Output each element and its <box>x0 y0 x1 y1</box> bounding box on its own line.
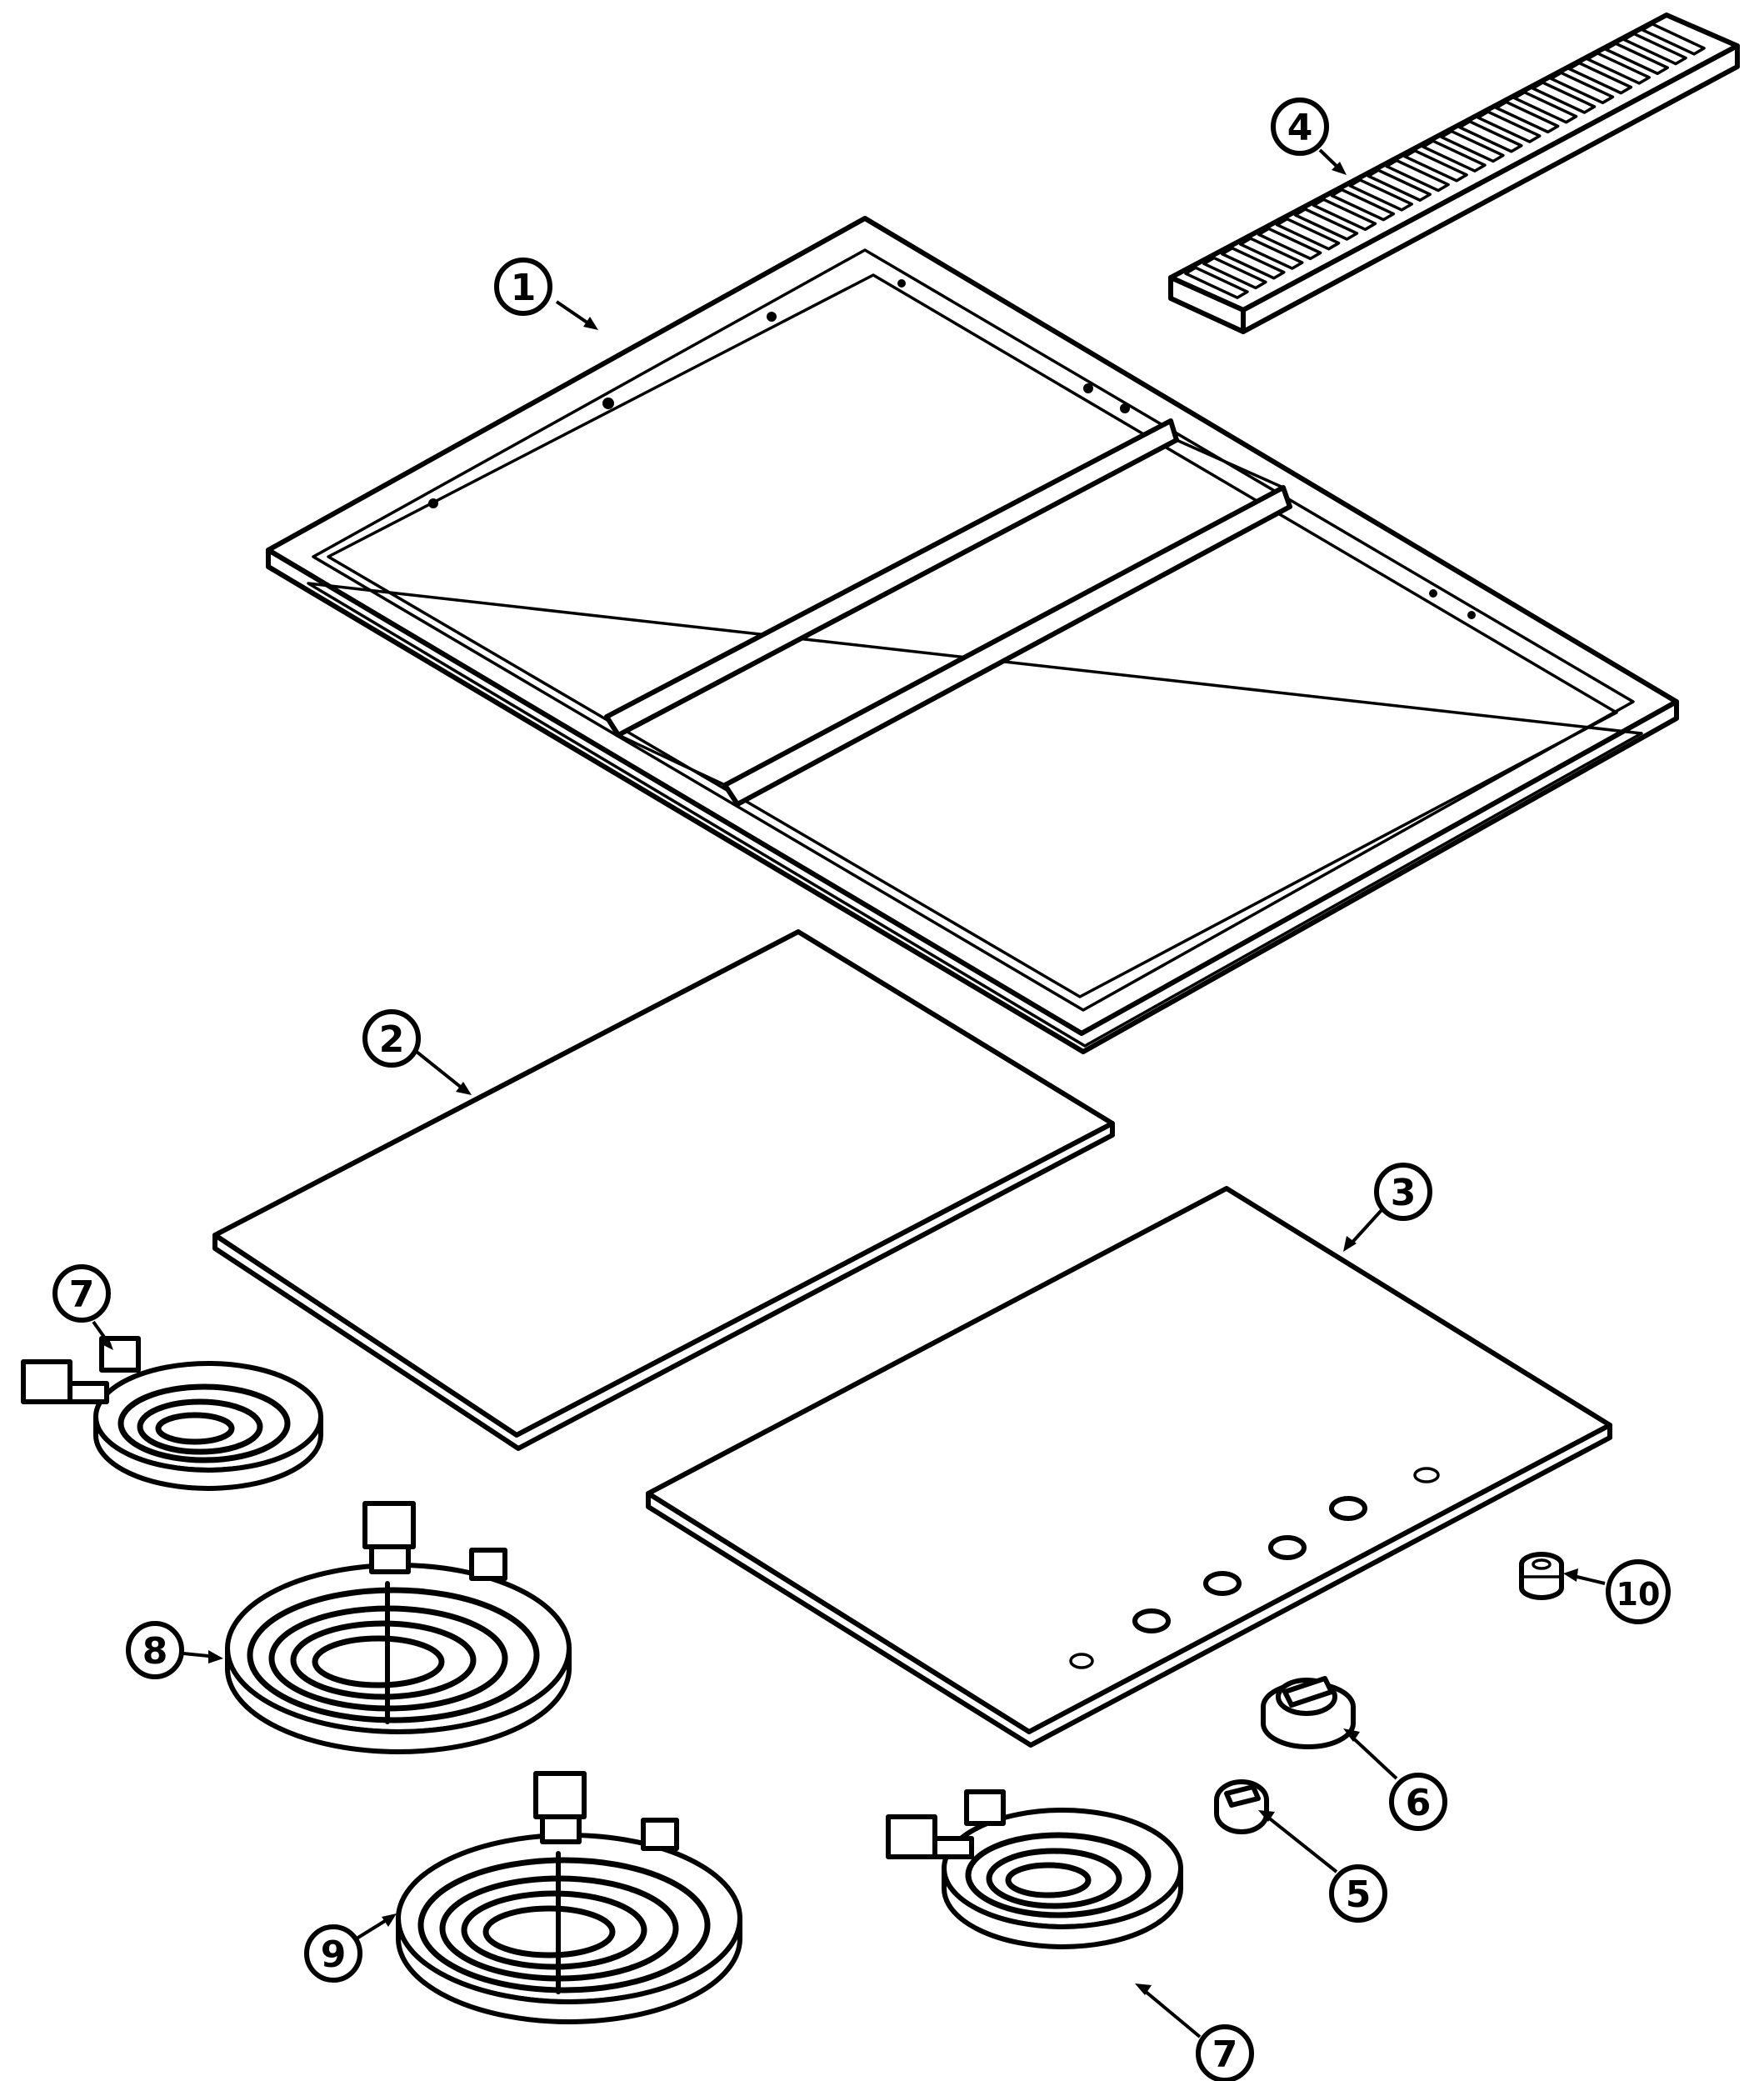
grate-slot <box>1403 149 1468 183</box>
part-knob <box>1261 1676 1356 1749</box>
callout-2: 2 <box>362 1009 472 1095</box>
callout-7-upper-label: 7 <box>69 1273 95 1316</box>
callout-4: 4 <box>1271 98 1347 175</box>
grate-slot <box>1567 61 1633 95</box>
grate-slot <box>1494 100 1560 134</box>
callout-1-label: 1 <box>511 267 537 309</box>
part-small-knob <box>1214 1779 1269 1834</box>
part-spacer <box>1519 1552 1564 1600</box>
part-frame <box>266 216 1679 1054</box>
callout-8: 8 <box>126 1621 223 1679</box>
grate-slot <box>1367 168 1432 202</box>
part-glass-panel-left <box>212 929 1115 1451</box>
grate-slot <box>1184 266 1249 299</box>
part-element-small-upper <box>21 1336 323 1491</box>
grate-slot <box>1512 90 1578 124</box>
grate-slot <box>1440 129 1505 163</box>
callout-4-label: 4 <box>1287 107 1313 149</box>
part-element-large-upper <box>225 1501 572 1754</box>
grate-slot <box>1202 256 1267 290</box>
part-glass-panel-right <box>646 1186 1612 1748</box>
part-element-large-lower <box>396 1771 742 2024</box>
callout-5: 5 <box>1258 1810 1387 1923</box>
callout-10-label: 10 <box>1617 1576 1661 1613</box>
grate-slot <box>1476 110 1542 143</box>
callout-6: 6 <box>1343 1728 1447 1831</box>
grate-slot <box>1385 158 1450 193</box>
grate-slot <box>1275 217 1341 251</box>
grate-slot <box>1293 208 1359 241</box>
callout-8-label: 8 <box>142 1630 168 1673</box>
callout-9-label: 9 <box>321 1933 347 1976</box>
grate-slot <box>1586 52 1652 85</box>
grate-slot <box>1604 42 1669 75</box>
grate-slot <box>1549 71 1615 105</box>
grate-slot <box>1531 81 1597 114</box>
part-grate <box>1168 13 1740 334</box>
grate-slot <box>1458 120 1523 153</box>
callout-3-label: 3 <box>1391 1172 1417 1214</box>
callout-7-lower-label: 7 <box>1212 2033 1238 2076</box>
callout-7-lower: 7 <box>1135 1983 1254 2081</box>
grate-slot <box>1221 247 1286 280</box>
grate-slot <box>1422 139 1487 173</box>
callout-1: 1 <box>494 258 598 330</box>
grate-slot <box>1641 23 1706 56</box>
callout-7-upper: 7 <box>52 1264 113 1350</box>
grate-slot <box>1330 188 1396 222</box>
callout-2-label: 2 <box>379 1018 405 1061</box>
grate-slot <box>1238 237 1304 270</box>
grate-slot <box>1622 32 1687 66</box>
callout-10: 10 <box>1563 1559 1671 1624</box>
grate-slot <box>1348 178 1414 212</box>
part-element-small-lower <box>886 1789 1183 1949</box>
grate-slot <box>1257 227 1322 261</box>
callout-9: 9 <box>304 1913 397 1983</box>
callout-5-label: 5 <box>1346 1873 1372 1916</box>
callout-6-label: 6 <box>1406 1782 1432 1824</box>
grate-slot <box>1312 198 1377 232</box>
callout-3: 3 <box>1343 1163 1432 1252</box>
